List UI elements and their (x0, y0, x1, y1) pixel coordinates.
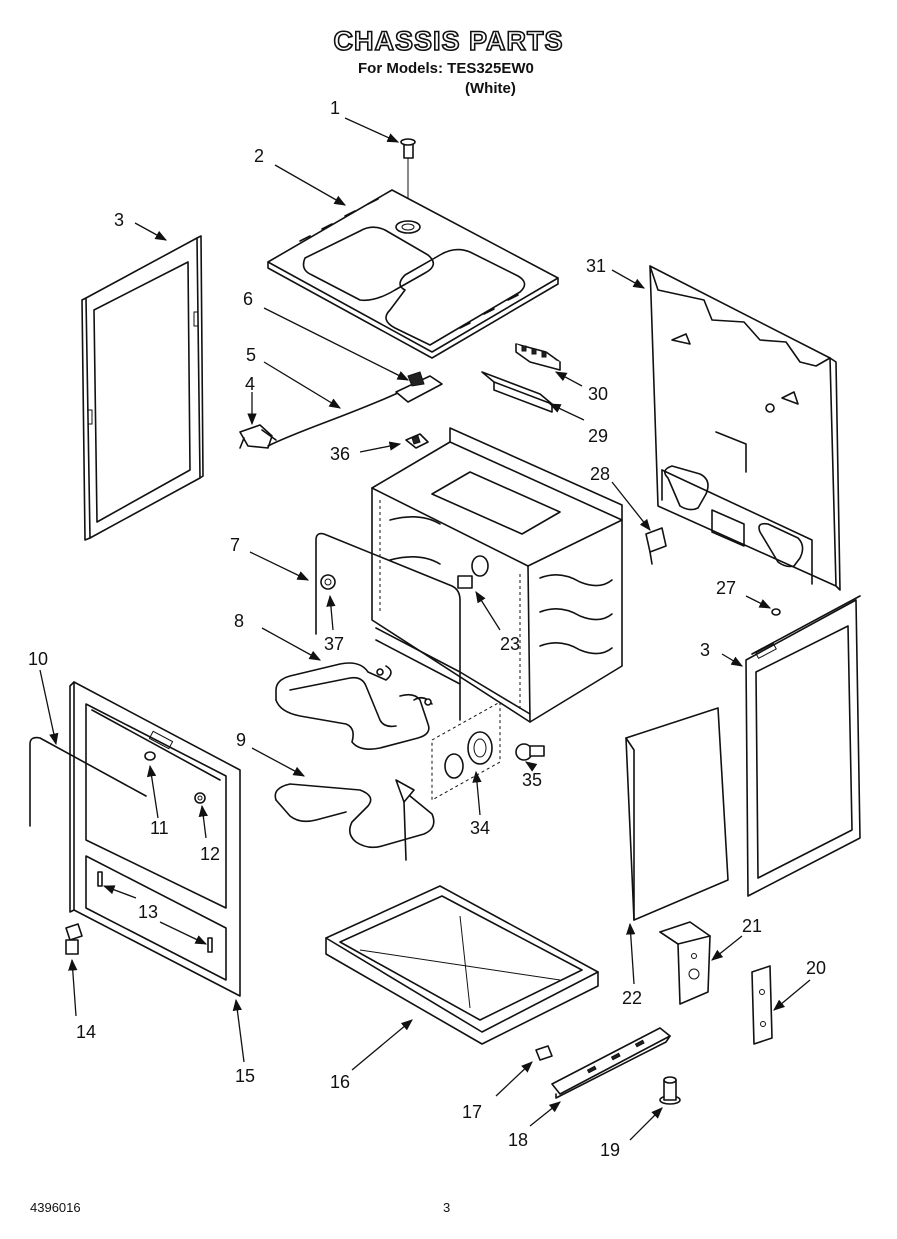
part-19-leveling-leg (659, 1076, 681, 1105)
callout-numbers: 1 2 3 3 4 5 6 7 8 9 10 11 12 13 14 15 16… (28, 98, 826, 1160)
callout-23: 23 (500, 634, 520, 654)
callout-30: 30 (588, 384, 608, 404)
document-number: 4396016 (30, 1200, 81, 1215)
callout-16: 16 (330, 1072, 350, 1092)
page-number: 3 (443, 1200, 451, 1215)
part-4-bracket (239, 424, 277, 449)
callout-29: 29 (588, 426, 608, 446)
callout-34: 34 (470, 818, 490, 838)
part-3-left-side-panel (81, 235, 204, 541)
callout-13: 13 (138, 902, 158, 922)
oven-cavity (371, 427, 623, 723)
callout-9: 9 (236, 730, 246, 750)
part-7-gasket (315, 532, 461, 721)
part-6-thermostat (395, 371, 443, 403)
part-30-terminal-block (515, 343, 561, 371)
callout-3-right: 3 (700, 640, 710, 660)
part-14-leveling-leg (65, 923, 83, 955)
callout-6: 6 (243, 289, 253, 309)
callout-31: 31 (586, 256, 606, 276)
part-15-front-frame (69, 681, 241, 997)
callout-11: 11 (150, 818, 169, 838)
callout-18: 18 (508, 1130, 528, 1150)
color-variant: (White) (465, 80, 516, 97)
part-37-grommet (320, 574, 336, 590)
callout-21: 21 (742, 916, 762, 936)
part-29-terminal-bracket (481, 371, 553, 413)
part-31-rear-panel (649, 265, 841, 591)
part-17-clip (535, 1045, 553, 1061)
part-16-storage-drawer (325, 885, 599, 1045)
callout-27: 27 (716, 578, 736, 598)
callout-leaders (39, 117, 811, 1141)
part-3-right-side-panel (745, 595, 861, 897)
callout-35: 35 (522, 770, 542, 790)
callout-37: 37 (324, 634, 344, 654)
part-8-bake-element (275, 662, 433, 750)
callout-36: 36 (330, 444, 350, 464)
part-18-rail (551, 1027, 671, 1099)
callout-20: 20 (806, 958, 826, 978)
part-12-screw (194, 792, 206, 804)
callout-1: 1 (330, 98, 340, 118)
part-27-screw (771, 608, 781, 616)
callout-7: 7 (230, 535, 240, 555)
part-36-clip (405, 433, 429, 449)
callout-8: 8 (234, 611, 244, 631)
callout-17: 17 (462, 1102, 482, 1122)
part-28-bracket (645, 527, 667, 565)
callout-4: 4 (245, 374, 255, 394)
part-20-strap (751, 965, 773, 1045)
callout-3-left: 3 (114, 210, 124, 230)
part-10-gasket-wire (29, 736, 147, 827)
part-23-light-socket (457, 555, 489, 589)
callout-12: 12 (200, 844, 220, 864)
part-2-top-panel (267, 189, 559, 359)
part-22-insulation-panel (625, 707, 729, 921)
part-13-spacers (97, 871, 213, 953)
model-subtitle: For Models: TES325EW0 (358, 60, 534, 77)
page-title: CHASSIS PARTS (333, 25, 564, 57)
part-5-capillary-tube (267, 391, 401, 447)
part-11-plug (144, 751, 156, 761)
part-21-bracket (659, 921, 711, 1005)
part-34-light-assembly (431, 701, 501, 801)
part-35-knob (515, 743, 545, 761)
part-9-broil-element (274, 779, 435, 861)
callout-10: 10 (28, 649, 48, 669)
callout-14: 14 (76, 1022, 96, 1042)
callout-15: 15 (235, 1066, 255, 1086)
callout-28: 28 (590, 464, 610, 484)
callout-22: 22 (622, 988, 642, 1008)
callout-19: 19 (600, 1140, 620, 1160)
callout-2: 2 (254, 146, 264, 166)
callout-5: 5 (246, 345, 256, 365)
